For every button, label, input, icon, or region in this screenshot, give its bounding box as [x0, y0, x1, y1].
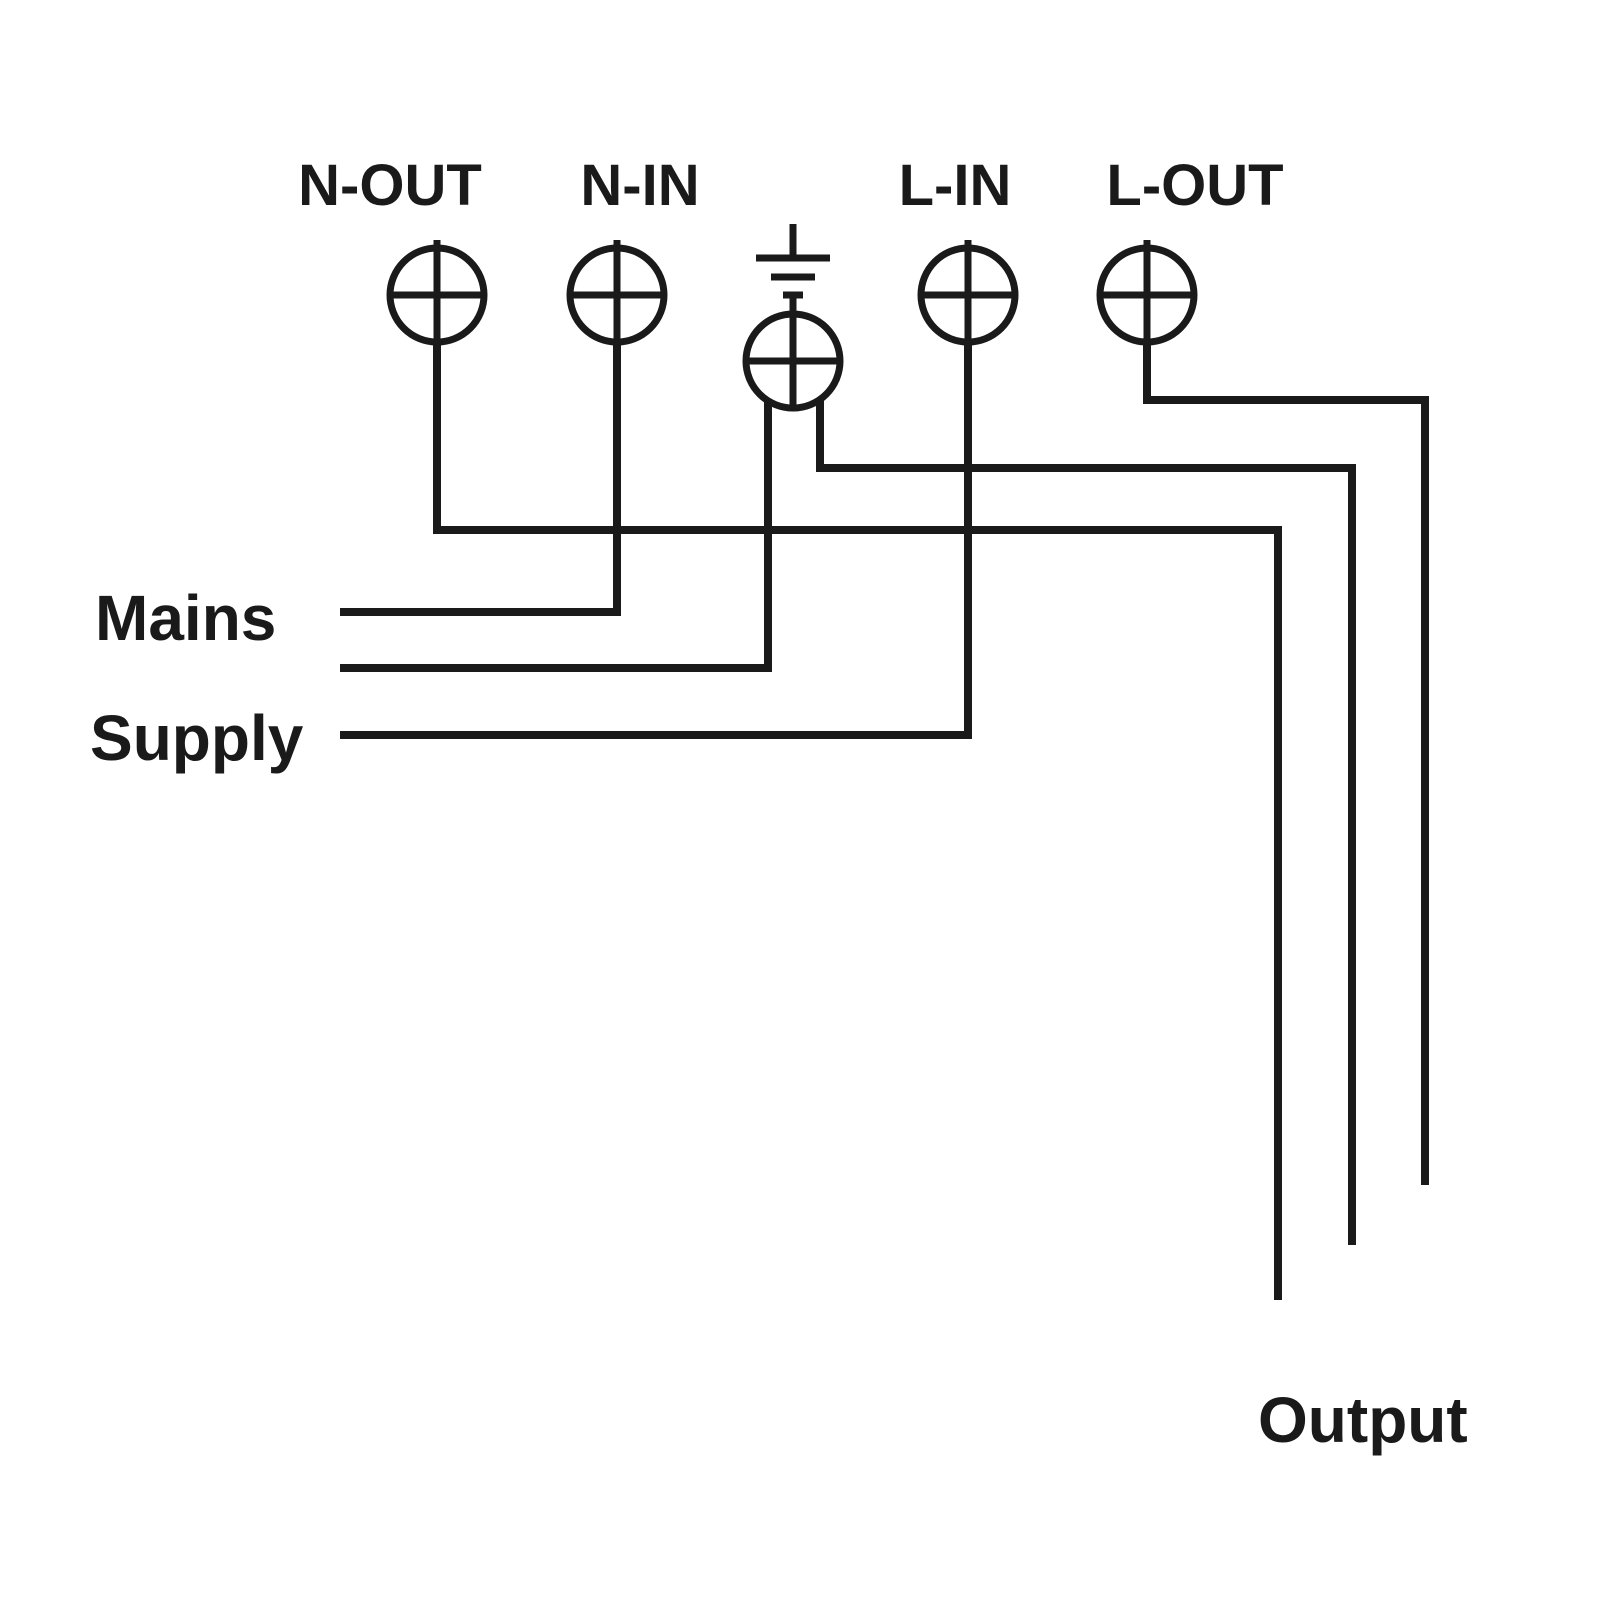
terminal-l-out [1096, 240, 1198, 346]
terminal-earth [742, 296, 844, 412]
terminal-label-n-out: N-OUT [298, 153, 482, 218]
wire-n-out-to-output [433, 342, 1282, 1300]
terminal-label-l-out: L-OUT [1106, 153, 1283, 218]
terminal-l-in [917, 240, 1019, 346]
wire-l-out-to-output [1143, 342, 1429, 1185]
wire-earth-to-output [816, 399, 1356, 1245]
wire-n-in-to-mains [340, 342, 621, 616]
label-mains: Mains [95, 582, 276, 654]
wire-l-in-to-supply [340, 342, 972, 739]
label-supply: Supply [90, 702, 304, 774]
label-output: Output [1258, 1384, 1468, 1456]
terminal-label-n-in: N-IN [580, 153, 699, 218]
wire-earth-to-mains [340, 401, 772, 672]
earth-ground-icon [756, 224, 830, 299]
terminal-n-out [386, 240, 488, 346]
terminal-label-l-in: L-IN [899, 153, 1012, 218]
terminal-n-in [566, 240, 668, 346]
